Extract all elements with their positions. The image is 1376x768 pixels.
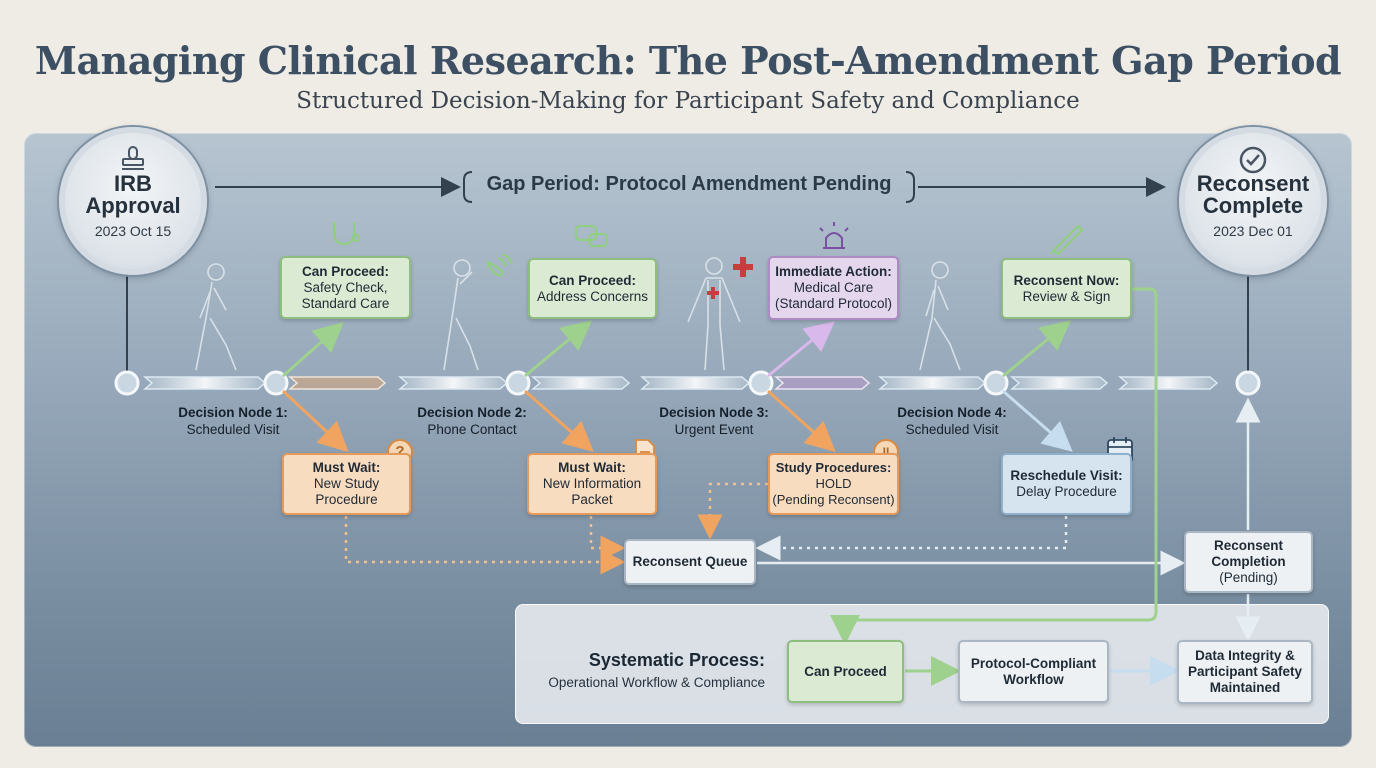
node4-reconsent-now-box: Reconsent Now: Review & Sign — [1001, 258, 1132, 319]
systematic-step3-line2: Participant Safety — [1187, 664, 1303, 679]
alarm-light-icon — [819, 222, 849, 249]
node1-proceed-line2: Standard Care — [301, 295, 390, 311]
node2-proceed-box: Can Proceed: Address Concerns — [528, 258, 657, 319]
decision-node-2-label: Decision Node 2:Phone Contact — [417, 405, 527, 437]
node1-wait-line1: New Study — [313, 476, 380, 491]
decision-node-1-label: Decision Node 1:Scheduled Visit — [178, 405, 288, 437]
node3-hold-line2: (Pending Reconsent) — [772, 492, 895, 507]
stamp-icon — [65, 145, 201, 173]
walking-person-icon — [195, 263, 237, 371]
node3-immediate-line1: Medical Care — [793, 280, 874, 295]
systematic-step3-line3: Maintained — [1209, 680, 1281, 695]
reconsent-completion-box: Reconsent Completion (Pending) — [1184, 531, 1313, 593]
node1-wait-line2: Procedure — [315, 492, 378, 507]
protocol-compliant-workflow-box: Protocol-Compliant Workflow — [958, 640, 1109, 703]
page-subtitle: Structured Decision-Making for Participa… — [296, 88, 1080, 114]
stethoscope-icon — [333, 222, 360, 246]
timeline-track — [142, 376, 1219, 390]
phone-person-icon — [443, 259, 479, 371]
node1-wait-box: Must Wait: New Study Procedure — [282, 453, 411, 515]
node3-immediate-title: Immediate Action: — [775, 264, 892, 279]
systematic-can-proceed-box: Can Proceed — [787, 640, 904, 703]
phone-icon — [486, 253, 513, 278]
node2-wait-line2: Packet — [571, 492, 613, 507]
question-badge-icon: ? — [387, 439, 413, 465]
node1-proceed-line1: Safety Check, — [303, 279, 388, 295]
reconsent-title-line1: Reconsent — [1196, 171, 1310, 196]
completion-line2: Completion — [1211, 554, 1286, 569]
node3-immediate-line2: (Standard Protocol) — [774, 296, 893, 311]
irb-title-line1: IRB — [114, 171, 152, 196]
irb-date: 2023 Oct 15 — [94, 223, 172, 239]
completion-line3: (Pending) — [1219, 570, 1278, 585]
node3-immediate-box: Immediate Action: Medical Care (Standard… — [768, 256, 899, 320]
node2-wait-title: Must Wait: — [558, 460, 626, 475]
node2-wait-box: Must Wait: New Information Packet — [527, 453, 657, 515]
node3-hold-title: Study Procedures: — [775, 460, 892, 475]
node2-proceed-line1: Address Concerns — [536, 288, 649, 304]
completion-line1: Reconsent — [1213, 538, 1284, 553]
timeline-dots — [114, 370, 1261, 396]
checkmark-icon — [1185, 145, 1321, 174]
node4-reschedule-title: Reschedule Visit: — [1010, 468, 1123, 483]
decision-node-3-label: Decision Node 3:Urgent Event — [659, 405, 769, 437]
irb-title-line2: Approval — [85, 193, 181, 218]
pen-icon — [1050, 224, 1084, 256]
data-integrity-box: Data Integrity & Participant Safety Main… — [1177, 640, 1313, 704]
gap-period-label: Gap Period: Protocol Amendment Pending — [486, 173, 892, 195]
node3-hold-box: Study Procedures: HOLD (Pending Reconsen… — [768, 453, 899, 515]
reconsent-title-line2: Complete — [1202, 193, 1304, 218]
node1-wait-title: Must Wait: — [312, 460, 381, 475]
node3-hold-line1: HOLD — [815, 476, 852, 491]
systematic-process-title: Systematic Process: — [588, 650, 765, 670]
systematic-step3-line1: Data Integrity & — [1195, 648, 1295, 663]
red-cross-icon — [707, 257, 753, 299]
systematic-process-subtitle: Operational Workflow & Compliance — [548, 675, 765, 690]
node4-reschedule-box: Reschedule Visit: Delay Procedure — [1001, 453, 1132, 515]
node4-reschedule-line1: Delay Procedure — [1016, 484, 1117, 499]
decision-node-4-label: Decision Node 4:Scheduled Visit — [897, 405, 1007, 437]
medical-person-icon — [687, 257, 741, 371]
node1-proceed-box: Can Proceed: Safety Check, Standard Care — [280, 256, 411, 319]
node4-reconsent-line1: Review & Sign — [1022, 288, 1111, 304]
node1-proceed-title: Can Proceed: — [301, 263, 390, 279]
systematic-step2-line1: Protocol-Compliant — [970, 655, 1097, 671]
reconsent-complete-milestone: Reconsent Complete 2023 Dec 01 — [1179, 127, 1327, 275]
node4-reconsent-title: Reconsent Now: — [1013, 272, 1120, 288]
node2-wait-line1: New Information — [542, 476, 642, 491]
systematic-step2-line2: Workflow — [1003, 671, 1064, 687]
reconsent-queue-label: Reconsent Queue — [632, 554, 748, 569]
node2-proceed-title: Can Proceed: — [548, 272, 637, 288]
reconsent-queue-box: Reconsent Queue — [624, 539, 756, 585]
page-title: Managing Clinical Research: The Post-Ame… — [34, 38, 1342, 83]
systematic-step1-label: Can Proceed — [804, 663, 887, 679]
irb-approval-milestone: IRB Approval 2023 Oct 15 — [59, 127, 207, 275]
walking-person-icon — [919, 261, 961, 371]
reconsent-date: 2023 Dec 01 — [1213, 223, 1293, 239]
chat-bubbles-icon — [575, 225, 608, 247]
